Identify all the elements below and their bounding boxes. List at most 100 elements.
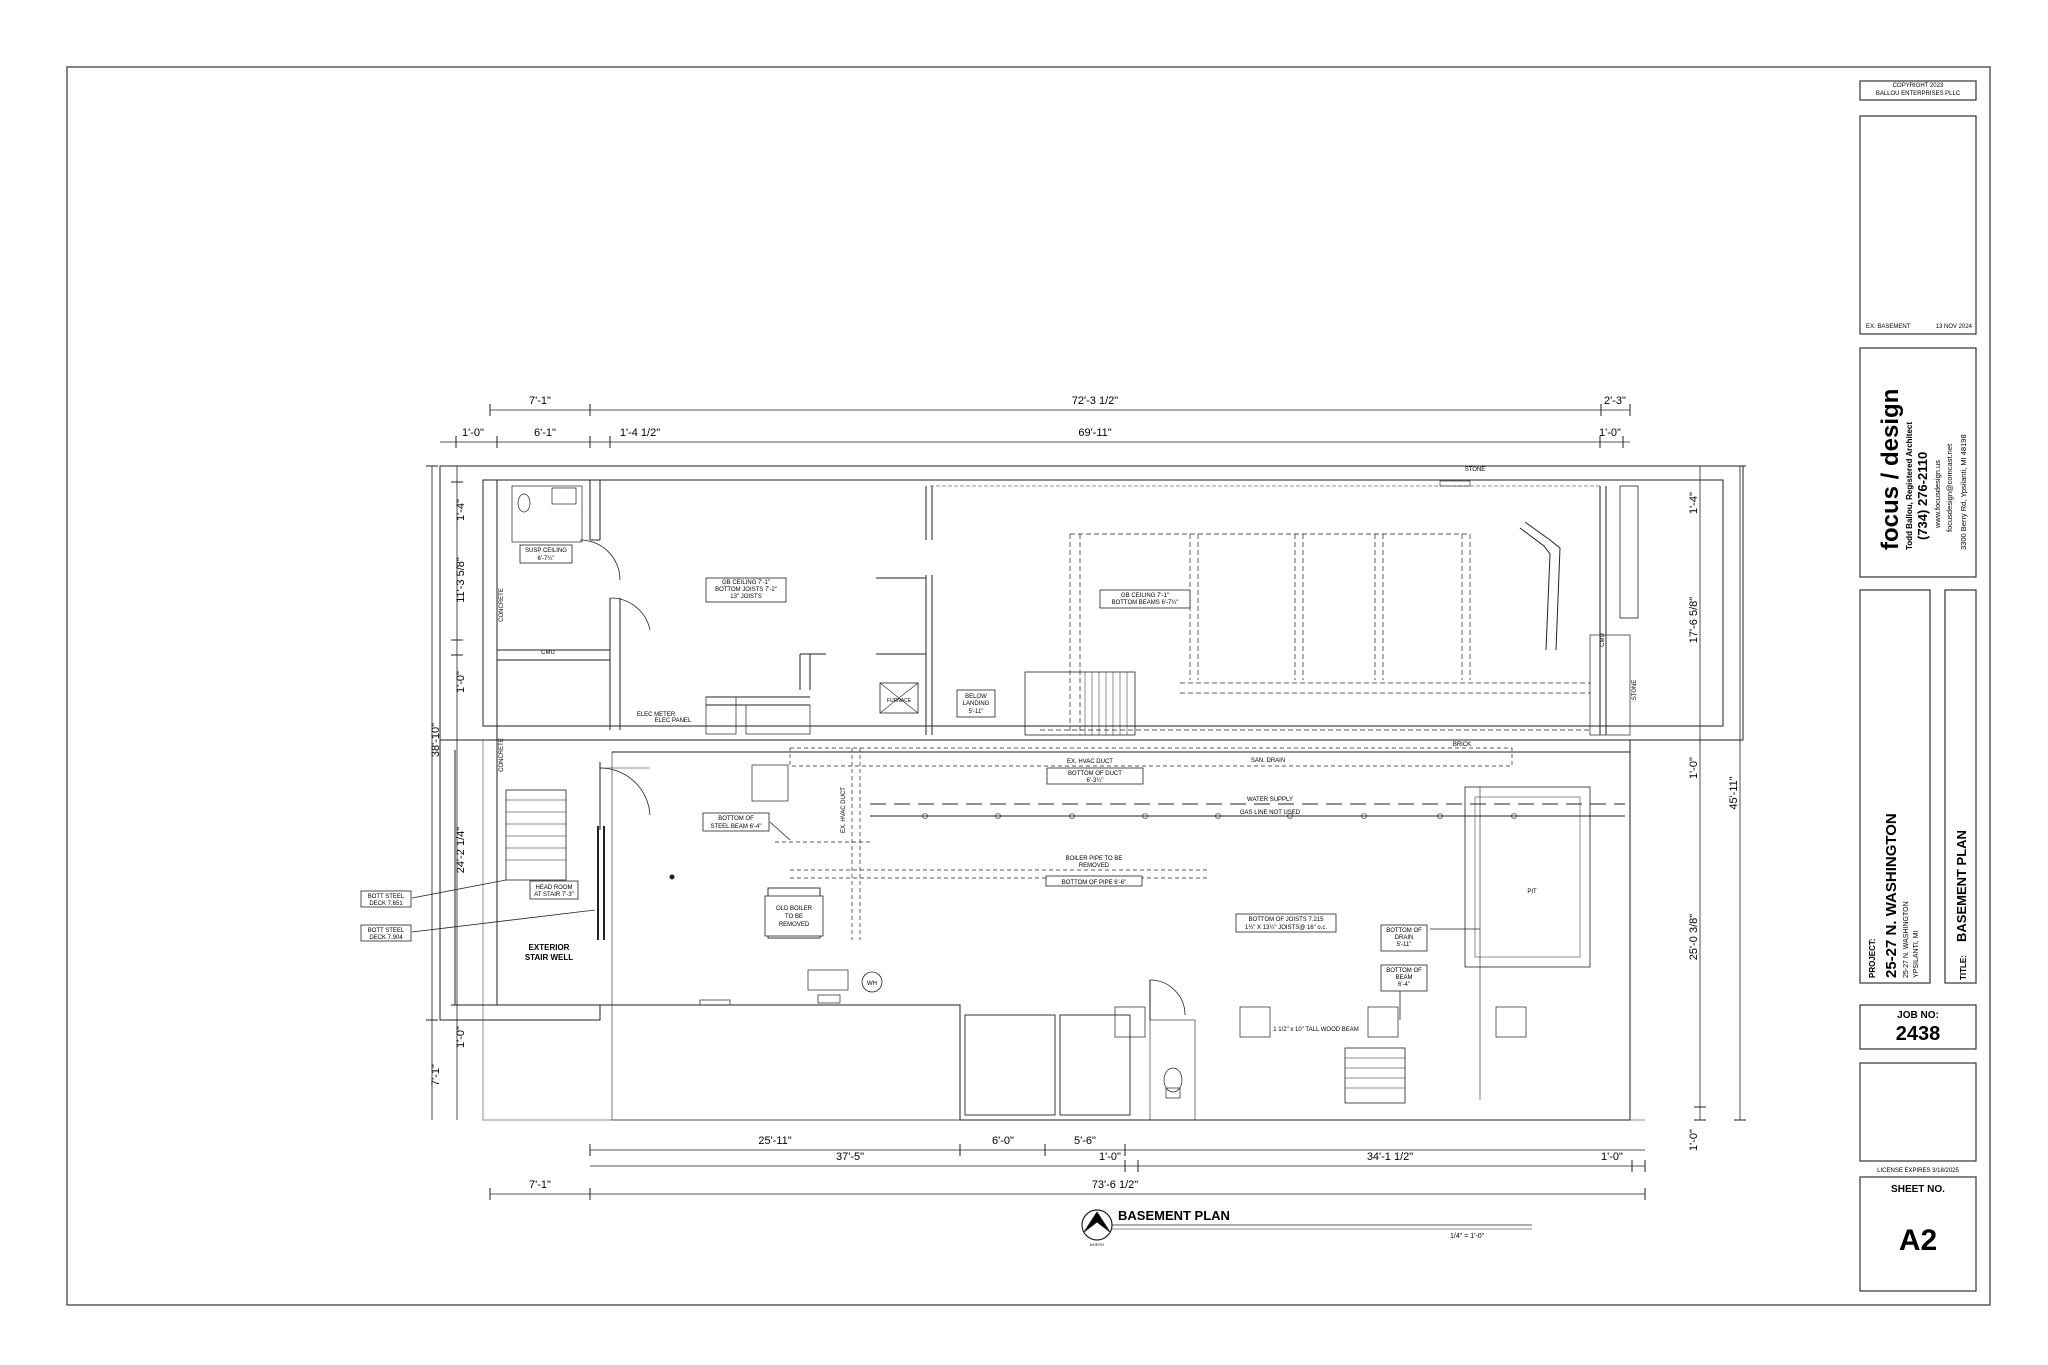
note-bott-steel-1a: BOTT STEEL: [368, 894, 405, 900]
dim-bot-a: 25'-11": [758, 1135, 791, 1147]
note-head-room-1: HEAD ROOM: [535, 885, 572, 891]
note-elec-meter: ELEC METER: [637, 712, 676, 718]
label-boxes: [360, 544, 1428, 992]
dim-top-c: 2'-3": [1604, 395, 1626, 407]
note-water-supply: WATER SUPPLY: [1247, 797, 1293, 803]
note-bottom-beam-2: BEAM: [1395, 975, 1412, 981]
note-susp-ceiling-1: SUSP CEILING: [525, 548, 567, 554]
issue-label: EX. BASEMENT: [1866, 324, 1911, 330]
copyright-line1: COPYRIGHT 2023: [1893, 83, 1944, 89]
note-cmu: CMU: [541, 650, 555, 656]
project-city: YPSILANTI, MI: [1913, 930, 1920, 978]
note-concrete-2: CONCRETE: [499, 738, 505, 772]
note-gb2-1: GB CEILING 7'-1": [1121, 593, 1169, 599]
dim-right-d: 25'-0 3/8": [1688, 914, 1700, 960]
note-bottom-beam-3: 6'-4": [1398, 982, 1410, 988]
note-bottom-beam-1: BOTTOM OF: [1386, 968, 1422, 974]
note-wood-beam: 1 1/2" x 10" TALL WOOD BEAM: [1273, 1027, 1359, 1033]
dim-left-a: 1'-4": [455, 499, 467, 521]
dim-top2-b: 6'-1": [534, 427, 556, 439]
dim-bot2-d: 1'-0": [1601, 1151, 1623, 1163]
dimension-lines: [411, 404, 1746, 1241]
note-steel-beam-1: BOTTOM OF: [718, 816, 754, 822]
dim-bot3-b: 73'-6 1/2": [1092, 1179, 1138, 1191]
note-gas-line: GAS LINE NOT USED: [1240, 810, 1301, 816]
dim-top-a: 7'-1": [529, 395, 551, 407]
note-bottom-joists-2: 1½" X 13¼" JOISTS@ 16" o.c.: [1245, 924, 1328, 931]
note-below-landing-1: BELOW: [965, 694, 987, 700]
dim-top2-e: 1'-0": [1599, 427, 1621, 439]
note-old-boiler-1: OLD BOILER: [776, 906, 813, 912]
note-bottom-duct-1: BOTTOM OF DUCT: [1068, 771, 1122, 777]
note-bottom-duct-2: 6'-3¼": [1087, 778, 1104, 784]
dim-left-c: 1'-0": [455, 671, 467, 693]
drawing-title: BASEMENT PLAN: [1118, 1208, 1230, 1223]
dim-bot2-a: 37'-5": [836, 1151, 864, 1163]
note-steel-beam-2: STEEL BEAM 6'-4": [710, 824, 761, 830]
sheet-border: [66, 66, 1991, 1306]
dim-right-total: 45'-11": [1728, 776, 1740, 809]
note-stone-right: STONE: [1632, 680, 1638, 701]
dim-left-f: 7'-1": [430, 1064, 442, 1086]
note-wh: WH: [867, 981, 877, 987]
title-value: BASEMENT PLAN: [1954, 830, 1969, 942]
note-exterior-stair-2: STAIR WELL: [525, 953, 573, 962]
dim-top2-d: 69'-11": [1078, 427, 1111, 439]
dim-right-e: 1'-0": [1688, 1129, 1700, 1151]
note-bottom-drain-1: BOTTOM OF: [1386, 928, 1422, 934]
copyright-line2: BALLOU ENTERPRISES PLLC: [1876, 91, 1961, 97]
note-bottom-drain-3: 5'-11": [1397, 942, 1412, 948]
note-old-boiler-2: TO BE: [785, 914, 803, 920]
dim-bot2-c: 34'-1 1/2": [1367, 1151, 1413, 1163]
plan-text: 7'-1" 72'-3 1/2" 2'-3" 1'-0" 6'-1" 1'-4 …: [368, 395, 1740, 1247]
license-text: LICENSE EXPIRES 3/18/2025: [1877, 1168, 1959, 1174]
floor-plan: [439, 465, 1744, 1121]
firm-architect: Todd Ballou, Registered Architect: [1905, 422, 1914, 550]
dim-top2-c: 1'-4 1/2": [620, 427, 660, 439]
note-stone-top: STONE: [1465, 467, 1486, 473]
note-head-room-2: AT STAIR 7'-3": [534, 892, 574, 898]
title-block-text: COPYRIGHT 2023 BALLOU ENTERPRISES PLLC E…: [1866, 83, 1973, 1257]
north-label: NORTH: [1090, 1242, 1104, 1247]
note-bott-steel-2a: BOTT STEEL: [368, 928, 405, 934]
note-bott-steel-1b: DECK 7.651: [369, 901, 403, 907]
note-san-drain: SAN. DRAIN: [1251, 758, 1285, 764]
note-cmu-right: CMU: [1600, 633, 1606, 647]
dim-bot-c: 5'-6": [1074, 1135, 1096, 1147]
note-below-landing-2: LANDING: [963, 701, 990, 707]
project-label: PROJECT:: [1868, 938, 1877, 978]
title-block: [1859, 80, 1977, 1292]
dim-left-e: 1'-0": [455, 1026, 467, 1048]
note-bottom-pipe: BOTTOM OF PIPE 6'-6": [1062, 880, 1127, 886]
firm-name: focus / design: [1877, 389, 1904, 550]
drawing-scale: 1/4" = 1'-0": [1450, 1233, 1485, 1240]
dim-right-b: 17'-6 5/8": [1688, 597, 1700, 643]
firm-phone: (734) 276-2110: [1915, 452, 1930, 540]
note-susp-ceiling-2: 6'-7¼": [538, 556, 555, 562]
note-elec-panel: ELEC PANEL: [655, 718, 692, 724]
note-boiler-pipe-2: REMOVED: [1079, 863, 1110, 869]
project-address: 25-27 N. WASHINGTON: [1903, 901, 1910, 978]
firm-address: 3300 Berry Rd, Ypsilanti, MI 48198: [1959, 434, 1968, 550]
sheet-label: SHEET NO.: [1891, 1184, 1945, 1195]
note-below-landing-3: 5'-11": [969, 709, 984, 715]
dim-left-b: 11'-3 5/8": [455, 557, 467, 603]
firm-email: focusdesign@comcast.net: [1945, 443, 1954, 532]
note-boiler-pipe-1: BOILER PIPE TO BE: [1066, 856, 1123, 862]
note-pit: PIT: [1527, 889, 1537, 895]
note-gb1-3: 13" JOISTS: [730, 594, 761, 600]
dim-top-b: 72'-3 1/2": [1072, 395, 1118, 407]
note-gb1-1: GB CEILING 7'-1": [722, 580, 770, 586]
note-bottom-joists-1: BOTTOM OF JOISTS 7.215: [1249, 917, 1325, 923]
dim-bot-b: 6'-0": [992, 1135, 1014, 1147]
note-furnace: FURNACE: [887, 698, 912, 704]
job-label: JOB NO:: [1897, 1010, 1939, 1021]
dim-right-c: 1'-0": [1688, 757, 1700, 779]
dim-top2-a: 1'-0": [462, 427, 484, 439]
dim-bot2-b: 1'-0": [1099, 1151, 1121, 1163]
issue-date: 13 NOV 2024: [1936, 324, 1973, 330]
note-gb2-2: BOTTOM BEAMS 6'-7¼": [1112, 600, 1179, 606]
dim-left-d: 24'-2 1/4": [455, 827, 467, 873]
note-ex-hvac-duct: EX. HVAC DUCT: [1067, 759, 1113, 765]
note-ex-hvac-duct-v: EX. HVAC DUCT: [841, 787, 847, 833]
